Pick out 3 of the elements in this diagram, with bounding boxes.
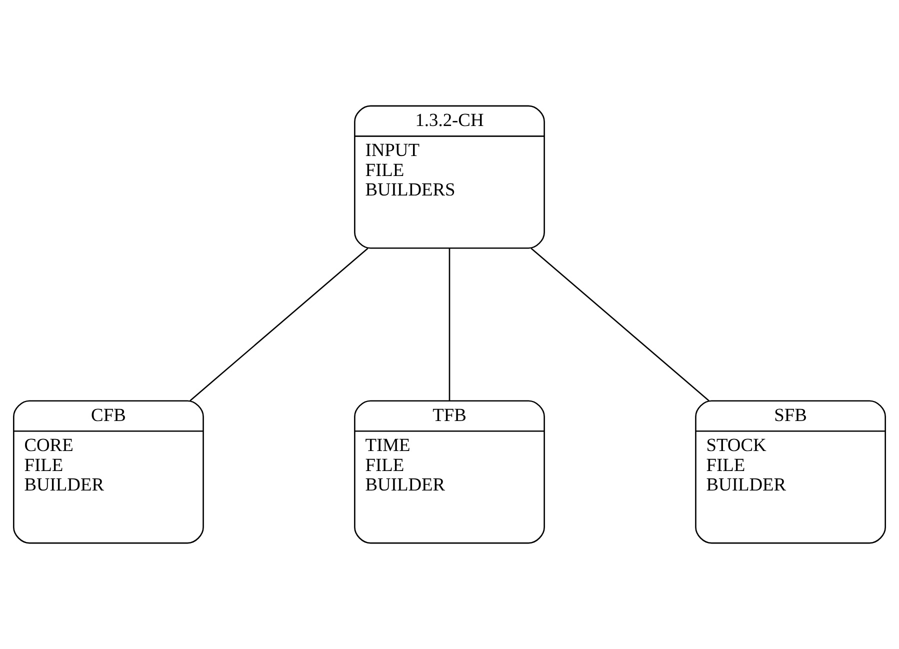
connector (448, 248, 450, 401)
connector (530, 248, 710, 402)
connector (190, 248, 368, 402)
